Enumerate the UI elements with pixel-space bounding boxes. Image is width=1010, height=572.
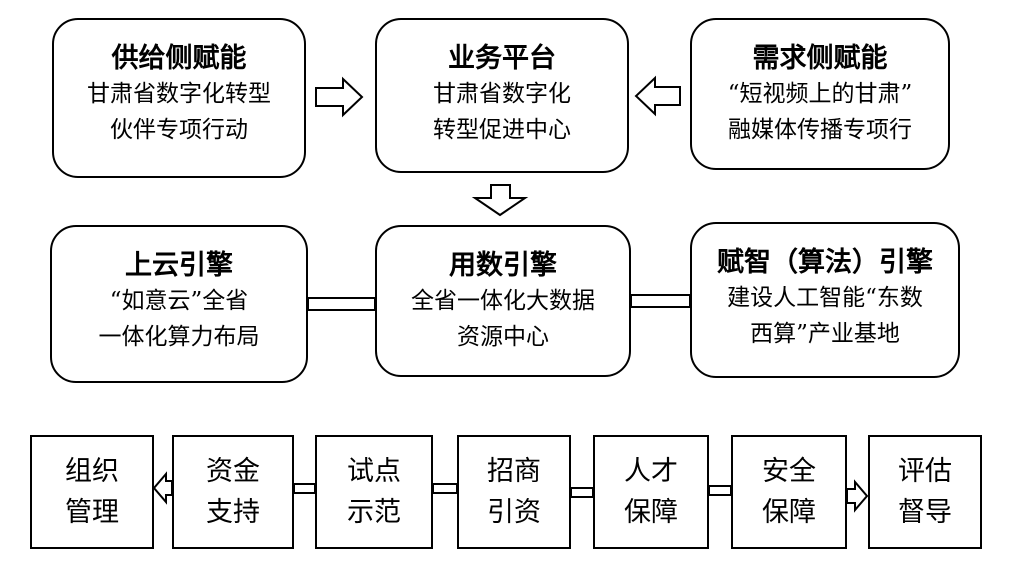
left-arrow-small [152, 471, 173, 505]
right-arrow [315, 76, 364, 118]
box-label-top: 评估 [898, 456, 952, 487]
supply-side-line2: 伙伴专项行动 [110, 117, 248, 143]
demand-side-box: 需求侧赋能 “短视频上的甘肃” 融媒体传播专项行 [690, 18, 950, 170]
box-label-bottom: 督导 [898, 497, 952, 528]
box-label-bottom: 保障 [762, 497, 816, 528]
cloud-engine-line2: 一体化算力布局 [98, 324, 260, 350]
box-label-top: 试点 [347, 456, 401, 487]
box-label-top: 人才 [624, 456, 678, 487]
double-line-connector [570, 487, 594, 498]
demand-side-line2: 融媒体传播专项行 [728, 117, 912, 143]
right-arrow-small [846, 479, 869, 513]
ai-engine-title: 赋智（算法）引擎 [717, 247, 933, 278]
box-label-bottom: 引资 [487, 497, 541, 528]
cloud-engine-title: 上云引擎 [125, 250, 233, 281]
pilot-demo-box: 试点 示范 [315, 435, 433, 549]
investment-box: 招商 引资 [457, 435, 571, 549]
demand-side-line1: “短视频上的甘肃” [727, 81, 913, 107]
security-box: 安全 保障 [731, 435, 847, 549]
data-engine-title: 用数引擎 [449, 250, 557, 281]
data-engine-line2: 资源中心 [457, 324, 549, 350]
left-arrow [634, 75, 681, 117]
supply-side-line1: 甘肃省数字化转型 [87, 81, 271, 107]
box-label-bottom: 示范 [347, 497, 401, 528]
box-label-bottom: 支持 [206, 497, 260, 528]
double-line-connector [708, 485, 732, 496]
supply-side-box: 供给侧赋能 甘肃省数字化转型 伙伴专项行动 [52, 18, 306, 178]
funding-support-box: 资金 支持 [172, 435, 294, 549]
ai-engine-line2: 西算”产业基地 [750, 321, 900, 347]
box-label-top: 组织 [65, 456, 119, 487]
supply-side-title: 供给侧赋能 [111, 43, 247, 74]
data-engine-line1: 全省一体化大数据 [411, 288, 595, 314]
data-engine-box: 用数引擎 全省一体化大数据 资源中心 [375, 225, 631, 377]
ai-engine-box: 赋智（算法）引擎 建设人工智能“东数 西算”产业基地 [690, 222, 960, 378]
double-line-connector [307, 297, 376, 311]
box-label-top: 安全 [762, 456, 816, 487]
double-line-connector [630, 294, 691, 308]
business-platform-line1: 甘肃省数字化 [433, 81, 571, 107]
org-management-box: 组织 管理 [30, 435, 154, 549]
box-label-bottom: 管理 [65, 497, 119, 528]
box-label-top: 招商 [487, 456, 541, 487]
demand-side-title: 需求侧赋能 [752, 43, 888, 74]
evaluation-box: 评估 督导 [868, 435, 982, 549]
talent-box: 人才 保障 [593, 435, 709, 549]
business-platform-line2: 转型促进中心 [433, 117, 571, 143]
double-line-connector [293, 483, 316, 494]
box-label-bottom: 保障 [624, 497, 678, 528]
cloud-engine-line1: “如意云”全省 [109, 288, 249, 314]
ai-engine-line1: 建设人工智能“东数 [727, 285, 923, 311]
business-platform-title: 业务平台 [448, 43, 556, 74]
cloud-engine-box: 上云引擎 “如意云”全省 一体化算力布局 [50, 225, 308, 383]
box-label-top: 资金 [206, 456, 260, 487]
down-arrow [471, 184, 529, 217]
double-line-connector [432, 483, 458, 494]
business-platform-box: 业务平台 甘肃省数字化 转型促进中心 [375, 18, 629, 173]
